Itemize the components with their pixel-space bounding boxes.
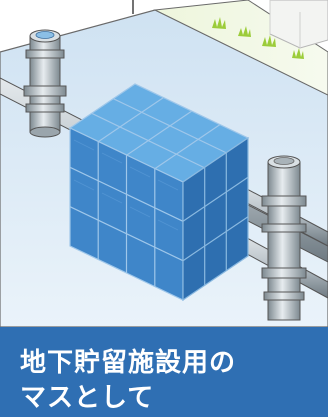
wall-icon xyxy=(269,0,328,49)
caption-band xyxy=(0,327,328,417)
caption-title: 地下貯留施設用の マスとして xyxy=(20,346,320,416)
riser-pipe-icon xyxy=(23,29,67,138)
grass-icon xyxy=(153,0,328,96)
caption-line-2: マスとして xyxy=(20,383,155,413)
caption-line-1: 地下貯留施設用の xyxy=(20,348,237,378)
riser-pipe-icon xyxy=(261,155,307,321)
